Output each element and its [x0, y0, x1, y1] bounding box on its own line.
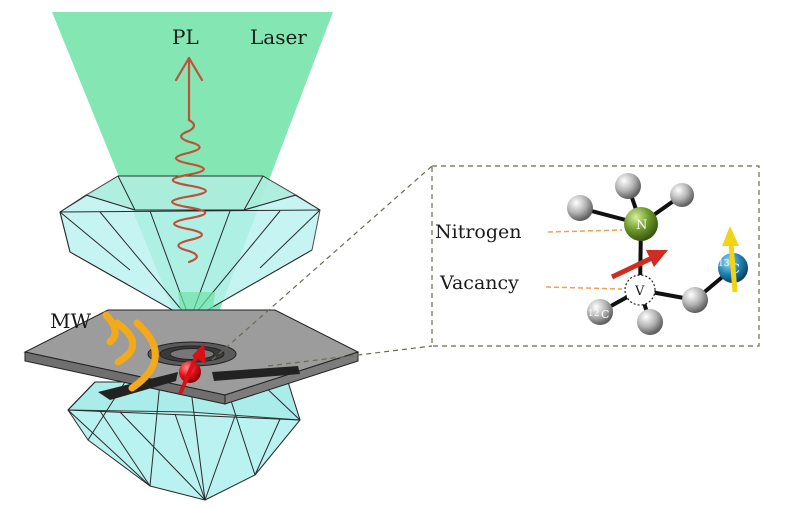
inset-panel: N V 13 C 12 C Nitrogen Vacancy — [431, 165, 760, 347]
nv-spin-arrow — [178, 356, 198, 395]
lower-diamond — [67, 381, 301, 501]
laser-beam — [52, 12, 333, 322]
vacancy-leader-line — [545, 286, 623, 290]
mw-stripline-right — [212, 366, 300, 381]
nitrogen-leader-line — [547, 229, 623, 233]
carbon-atom — [670, 183, 694, 207]
electron-spin-arrow — [610, 255, 654, 280]
inset-projection-lines — [211, 165, 433, 367]
nitrogen-atom-label: N — [636, 218, 647, 233]
nuclear-spin-arrow — [728, 243, 738, 293]
nitrogen-atom — [624, 207, 658, 241]
vacancy-site — [624, 274, 656, 306]
carbon-12-atom — [587, 299, 613, 325]
electron-spin-arrowhead — [646, 250, 668, 267]
nitrogen-label: Nitrogen — [435, 221, 522, 243]
nuclear-spin-arrowhead — [722, 226, 739, 246]
nv-spin-arrowhead — [192, 343, 206, 364]
carbon-atom — [637, 309, 663, 335]
upper-diamond — [59, 175, 321, 321]
carbon-12-symbol-label: C — [601, 308, 609, 321]
vacancy-label: Vacancy — [439, 272, 519, 294]
carbon-atom — [682, 287, 708, 313]
microwave-waves — [102, 311, 159, 392]
carbon-atom — [567, 195, 593, 221]
laser-label: Laser — [250, 25, 307, 49]
carbon-13-mass-label: 13 — [718, 259, 730, 269]
carbon-12-mass-label: 12 — [588, 309, 599, 319]
pl-wave — [170, 56, 208, 264]
carbon-atom — [615, 173, 641, 199]
vacancy-site-label: V — [634, 284, 645, 299]
mw-label: MW — [50, 309, 91, 333]
pl-label: PL — [172, 25, 199, 49]
